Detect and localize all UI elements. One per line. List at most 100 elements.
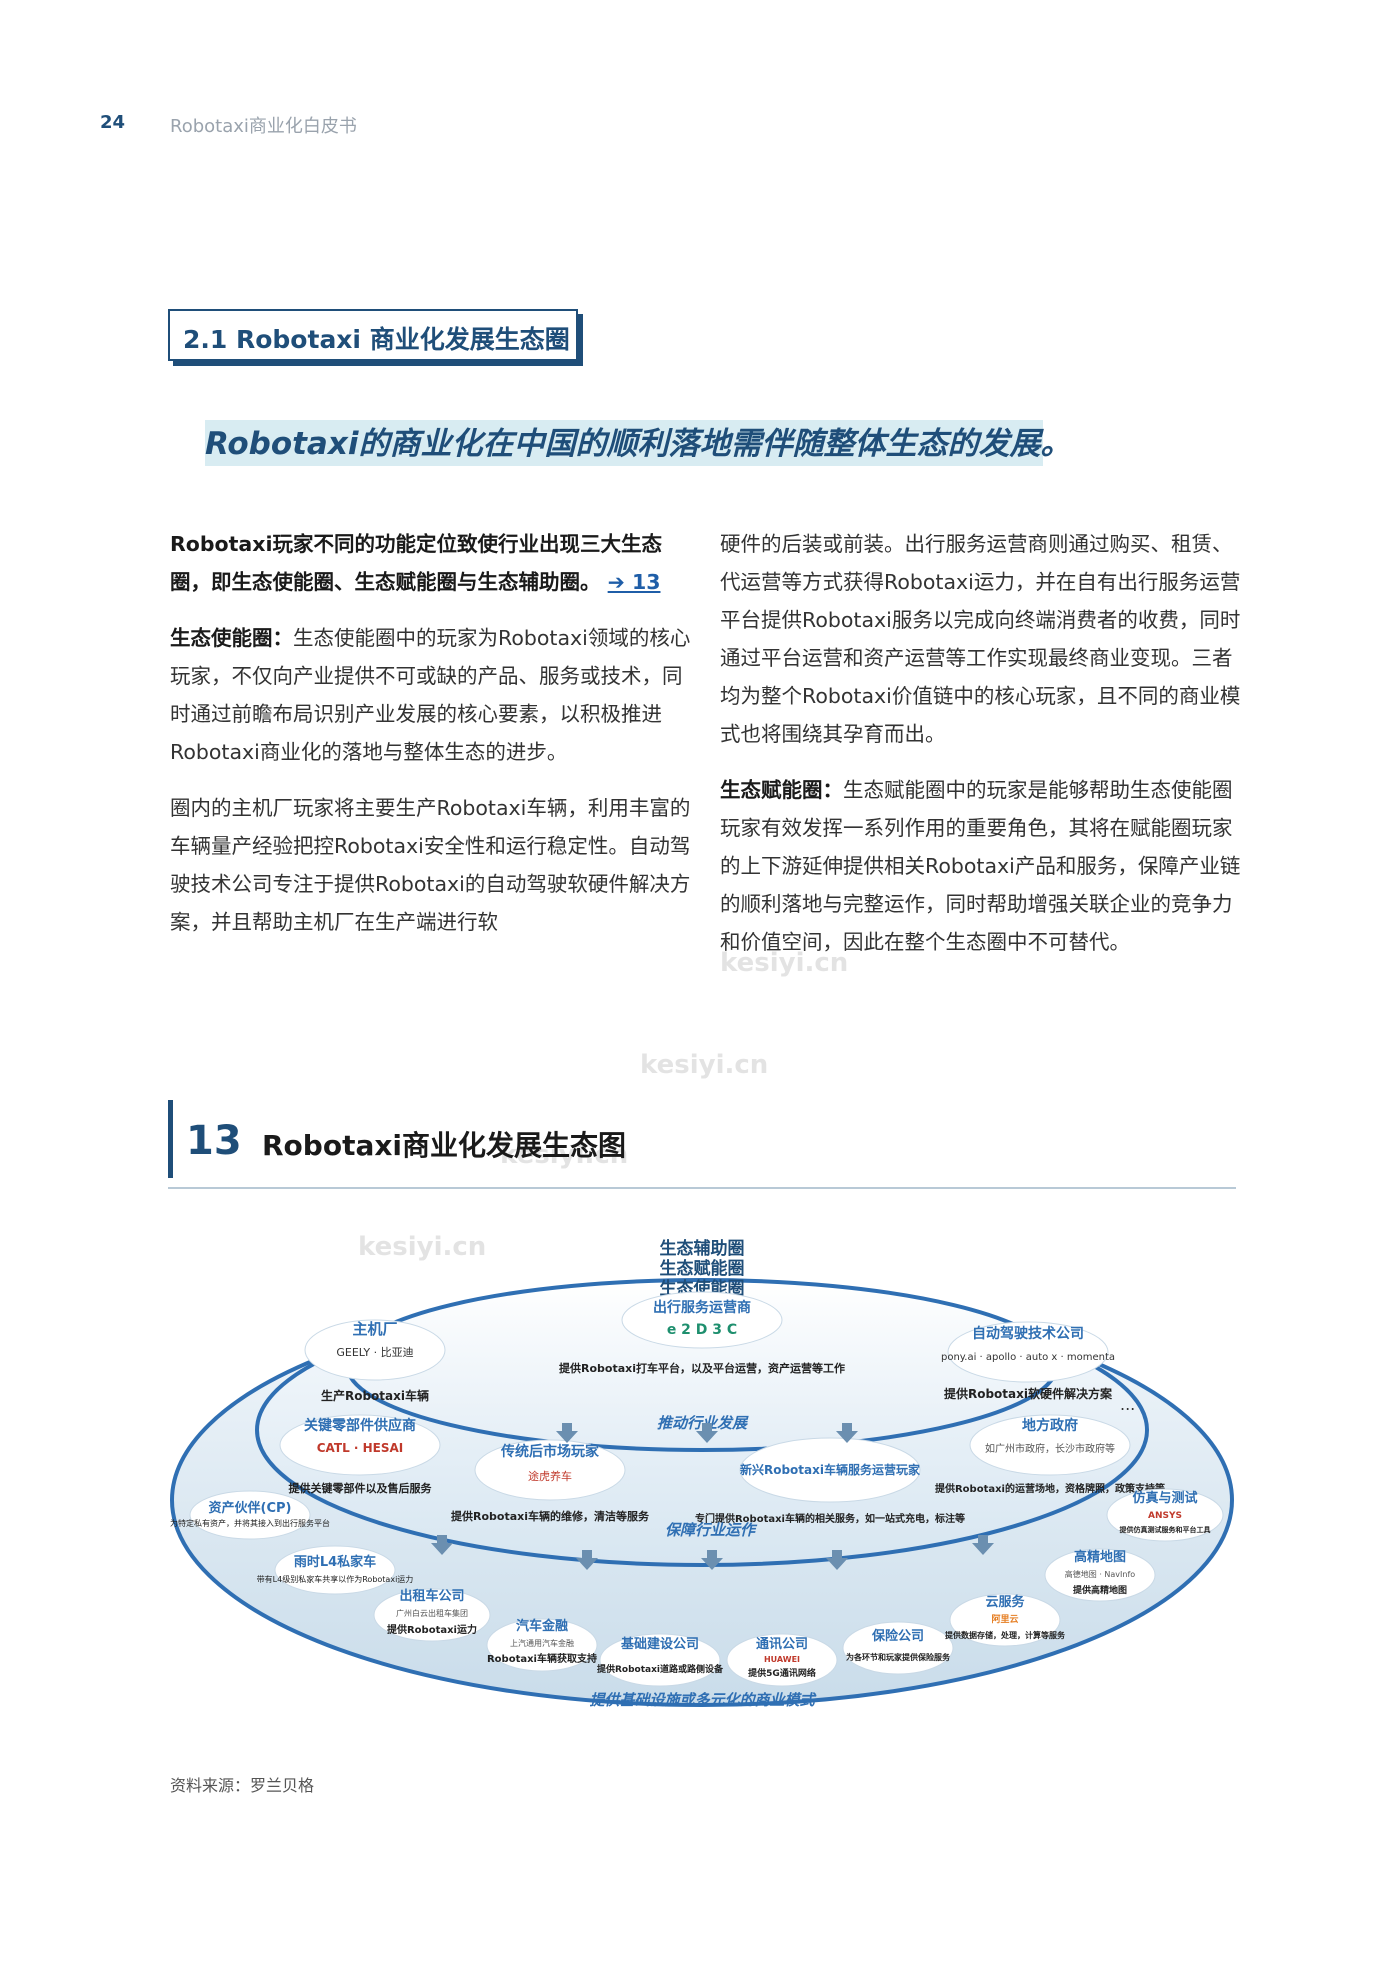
figure-source: 资料来源：罗兰贝格 — [170, 1776, 315, 1795]
node-ad-tech: 自动驾驶技术公司 pony.ai · apollo · auto x · mom… — [941, 1321, 1115, 1401]
svg-text:为特定私有资产，并将其接入到出行服务平台: 为特定私有资产，并将其接入到出行服务平台 — [170, 1518, 330, 1528]
svg-text:传统后市场玩家: 传统后市场玩家 — [500, 1443, 600, 1460]
watermark: kesiyi.cn — [500, 1140, 629, 1170]
svg-text:带有L4级别私家车共享以作为Robotaxi运力: 带有L4级别私家车共享以作为Robotaxi运力 — [257, 1574, 414, 1584]
figure-accent-bar — [168, 1100, 173, 1178]
watermark: kesiyi.cn — [720, 948, 849, 978]
node-key-parts-supplier: 关键零部件供应商 CATL · HESAI 提供关键零部件以及售后服务 — [279, 1414, 441, 1495]
ecosystem-diagram: 生态辅助圈 生态赋能圈 生态使能圈 主机厂 GEELY · 比亚迪 生产Robo… — [170, 1238, 1234, 1709]
svg-text:Robotaxi车辆获取支持: Robotaxi车辆获取支持 — [487, 1652, 597, 1665]
svg-text:HUAWEI: HUAWEI — [764, 1655, 800, 1664]
svg-text:上汽通用汽车金融: 上汽通用汽车金融 — [510, 1638, 574, 1648]
svg-text:提供Robotaxi车辆的维修，清洁等服务: 提供Robotaxi车辆的维修，清洁等服务 — [451, 1509, 650, 1523]
arrow — [701, 1550, 723, 1570]
node-infrastructure-company: 基础建设公司 提供Robotaxi道路或路侧设备 — [597, 1633, 724, 1687]
svg-text:通讯公司: 通讯公司 — [756, 1636, 808, 1652]
node-simulation-testing: 仿真与测试 ANSYS 提供仿真测试服务和平台工具 — [1106, 1488, 1224, 1542]
svg-text:提供Robotaxi运力: 提供Robotaxi运力 — [387, 1623, 477, 1636]
node-taxi-company: 出租车公司 广州白云出租车集团 提供Robotaxi运力 — [373, 1588, 491, 1642]
svg-text:生产Robotaxi车辆: 生产Robotaxi车辆 — [321, 1388, 429, 1403]
svg-text:关键零部件供应商: 关键零部件供应商 — [304, 1417, 416, 1434]
arrow — [556, 1423, 578, 1443]
intro-text: Robotaxi玩家不同的功能定位致使行业出现三大生态圈，即生态使能圈、生态赋能… — [170, 532, 663, 594]
svg-text:ANSYS: ANSYS — [1148, 1511, 1182, 1521]
text-enabling-circle: 生态使能圈中的玩家为Robotaxi领域的核心玩家，不仅向产业提供不可或缺的产品… — [170, 626, 691, 764]
running-title: Robotaxi商业化白皮书 — [170, 116, 357, 137]
svg-text:提供Robotaxi打车平台，以及平台运营，资产运营等工作: 提供Robotaxi打车平台，以及平台运营，资产运营等工作 — [559, 1361, 845, 1375]
paragraph-enabling-circle: 生态使能圈：生态使能圈中的玩家为Robotaxi领域的核心玩家，不仅向产业提供不… — [170, 619, 692, 771]
node-insurance-company: 保险公司 为各环节和玩家提供保险服务 — [842, 1621, 954, 1675]
svg-text:地方政府: 地方政府 — [1022, 1417, 1078, 1434]
svg-text:基础建设公司: 基础建设公司 — [620, 1636, 699, 1652]
node-mobility-operator: 出行服务运营商 e 2 D 3 C 提供Robotaxi打车平台，以及平台运营，… — [559, 1291, 845, 1375]
node-local-government: 地方政府 如广州市政府，长沙市政府等 提供Robotaxi的运营场地，资格牌照，… — [935, 1414, 1165, 1495]
svg-text:新兴Robotaxi车辆服务运营玩家: 新兴Robotaxi车辆服务运营玩家 — [740, 1462, 921, 1477]
figure-reference-link[interactable]: ➔ 13 — [607, 570, 661, 594]
ring-label-empower: 生态赋能圈 — [660, 1258, 745, 1279]
term-enabling-circle: 生态使能圈： — [170, 626, 293, 650]
svg-text:提供高精地图: 提供高精地图 — [1073, 1584, 1127, 1596]
node-auto-finance: 汽车金融 上汽通用汽车金融 Robotaxi车辆获取支持 — [486, 1618, 598, 1672]
node-asset-partner: 资产伙伴(CP) 为特定私有资产，并将其接入到出行服务平台 — [170, 1490, 330, 1540]
arrow — [431, 1535, 453, 1555]
svg-text:雨时L4私家车: 雨时L4私家车 — [294, 1554, 376, 1570]
ellipsis: ... — [1120, 1395, 1135, 1414]
svg-text:高德地图 · NavInfo: 高德地图 · NavInfo — [1065, 1569, 1135, 1579]
svg-text:途虎养车: 途虎养车 — [528, 1469, 572, 1483]
arrow — [696, 1423, 718, 1443]
intro-paragraph: Robotaxi玩家不同的功能定位致使行业出现三大生态圈，即生态使能圈、生态赋能… — [170, 525, 692, 601]
svg-text:提供仿真测试服务和平台工具: 提供仿真测试服务和平台工具 — [1119, 1525, 1211, 1534]
svg-text:自动驾驶技术公司: 自动驾驶技术公司 — [972, 1325, 1084, 1342]
svg-text:保险公司: 保险公司 — [871, 1628, 924, 1644]
svg-text:e 2 D 3 C: e 2 D 3 C — [667, 1322, 737, 1338]
svg-text:高精地图: 高精地图 — [1074, 1549, 1126, 1565]
svg-text:云服务: 云服务 — [985, 1594, 1025, 1610]
svg-text:出行服务运营商: 出行服务运营商 — [653, 1299, 751, 1316]
section-title: 2.1 Robotaxi 商业化发展生态圈 — [183, 325, 570, 354]
figure-number: 13 — [186, 1118, 242, 1164]
svg-text:GEELY · 比亚迪: GEELY · 比亚迪 — [336, 1346, 413, 1359]
text-empowering-circle: 生态赋能圈中的玩家是能够帮助生态使能圈玩家有效发挥一系列作用的重要角色，其将在赋… — [720, 778, 1241, 954]
svg-text:为各环节和玩家提供保险服务: 为各环节和玩家提供保险服务 — [846, 1652, 951, 1662]
figure-rule — [168, 1187, 1236, 1189]
caption-infrastructure: 提供基础设施或多元化的商业模式 — [589, 1691, 817, 1709]
figure-title: Robotaxi商业化发展生态图 — [262, 1129, 627, 1162]
svg-text:提供Robotaxi的运营场地，资格牌照，政策支持等: 提供Robotaxi的运营场地，资格牌照，政策支持等 — [935, 1482, 1165, 1495]
term-empowering-circle: 生态赋能圈： — [720, 778, 843, 802]
section-title-box — [168, 309, 578, 361]
lead-sentence: Robotaxi的商业化在中国的顺利落地需伴随整体生态的发展。 — [205, 426, 1072, 462]
right-column: 硬件的后装或前装。出行服务运营商则通过购买、租赁、代运营等方式获得Robotax… — [720, 525, 1242, 979]
lead-highlight — [205, 420, 1043, 466]
svg-text:仿真与测试: 仿真与测试 — [1132, 1490, 1197, 1506]
svg-text:pony.ai · apollo · auto x · mo: pony.ai · apollo · auto x · momenta — [941, 1352, 1115, 1363]
svg-text:阿里云: 阿里云 — [991, 1614, 1018, 1625]
left-column: Robotaxi玩家不同的功能定位致使行业出现三大生态圈，即生态使能圈、生态赋能… — [170, 525, 692, 959]
paragraph-empowering-circle: 生态赋能圈：生态赋能圈中的玩家是能够帮助生态使能圈玩家有效发挥一系列作用的重要角… — [720, 771, 1242, 961]
svg-text:主机厂: 主机厂 — [352, 1320, 397, 1338]
paragraph-continuation: 硬件的后装或前装。出行服务运营商则通过购买、租赁、代运营等方式获得Robotax… — [720, 532, 1241, 746]
watermark: kesiyi.cn — [358, 1232, 487, 1262]
paragraph-oem: 圈内的主机厂玩家将主要生产Robotaxi车辆，利用丰富的车辆量产经验把控Rob… — [170, 796, 691, 934]
node-telecom-company: 通讯公司 HUAWEI 提供5G通讯网络 — [726, 1633, 838, 1687]
svg-text:广州白云出租车集团: 广州白云出租车集团 — [396, 1608, 468, 1618]
caption-ensure-operation: 保障行业运作 — [665, 1521, 758, 1539]
node-cloud-service: 云服务 阿里云 提供数据存储，处理，计算等服务 — [945, 1593, 1066, 1647]
svg-text:资产伙伴(CP): 资产伙伴(CP) — [209, 1500, 292, 1516]
arrow — [836, 1423, 858, 1443]
svg-text:专门提供Robotaxi车辆的相关服务，如一站式充电，标注等: 专门提供Robotaxi车辆的相关服务，如一站式充电，标注等 — [695, 1512, 965, 1525]
arrow — [576, 1550, 598, 1570]
svg-text:出租车公司: 出租车公司 — [399, 1588, 464, 1604]
node-aftermarket-player: 传统后市场玩家 途虎养车 提供Robotaxi车辆的维修，清洁等服务 — [451, 1439, 650, 1523]
node-hd-map: 高精地图 高德地图 · NavInfo 提供高精地图 — [1044, 1548, 1156, 1602]
svg-text:提供Robotaxi道路或路侧设备: 提供Robotaxi道路或路侧设备 — [597, 1663, 724, 1675]
svg-text:提供关键零部件以及售后服务: 提供关键零部件以及售后服务 — [289, 1481, 433, 1495]
svg-text:提供5G通讯网络: 提供5G通讯网络 — [748, 1667, 816, 1679]
svg-text:提供Robotaxi软硬件解决方案: 提供Robotaxi软硬件解决方案 — [944, 1386, 1113, 1401]
node-new-service-operator: 新兴Robotaxi车辆服务运营玩家 专门提供Robotaxi车辆的相关服务，如… — [695, 1437, 965, 1525]
arrow — [972, 1535, 994, 1555]
svg-text:如广州市政府，长沙市政府等: 如广州市政府，长沙市政府等 — [985, 1442, 1115, 1455]
svg-text:提供数据存储，处理，计算等服务: 提供数据存储，处理，计算等服务 — [945, 1630, 1066, 1640]
arrow — [826, 1550, 848, 1570]
node-oem: 主机厂 GEELY · 比亚迪 生产Robotaxi车辆 — [304, 1319, 446, 1403]
svg-text:汽车金融: 汽车金融 — [516, 1618, 568, 1634]
